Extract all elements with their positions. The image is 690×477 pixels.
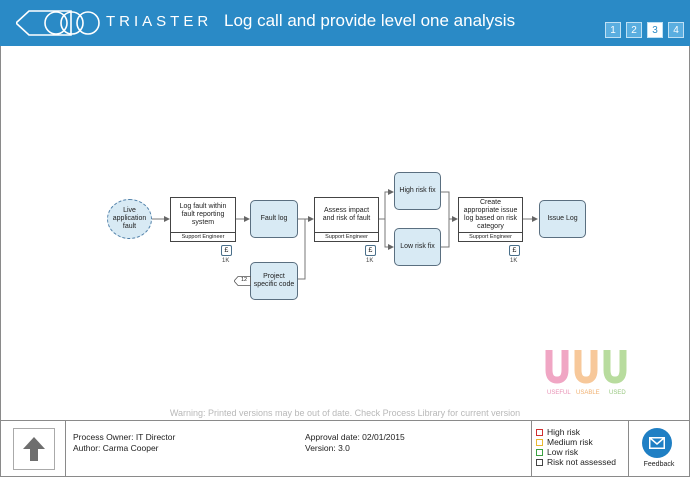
- page-1-button[interactable]: 1: [605, 22, 621, 38]
- print-warning: Warning: Printed versions may be out of …: [169, 408, 521, 418]
- activity-create-issue-log[interactable]: Create appropriate issue log based on ri…: [458, 197, 523, 242]
- badge-word-useful: USEFUL: [547, 390, 571, 396]
- legend-risk-not-assessed: Risk not assessed: [536, 457, 616, 467]
- cost-label: 1K: [366, 258, 374, 264]
- footer-divider: [531, 421, 532, 477]
- activity-log-fault-label: Log fault within fault reporting system: [179, 203, 227, 226]
- home-button[interactable]: [13, 428, 55, 470]
- triaster-logo: [16, 10, 100, 36]
- document-project-code[interactable]: Project specific code: [250, 262, 298, 300]
- connector-lines: [152, 189, 538, 280]
- legend-label-low: Low risk: [547, 447, 579, 457]
- useful-usable-used-badge: USEFUL USABLE USED: [545, 350, 627, 396]
- legend-swatch-none: [536, 458, 543, 466]
- footer-divider: [628, 421, 629, 477]
- cost-label: 1K: [222, 258, 230, 264]
- legend-swatch-medium: [536, 438, 543, 446]
- activity-log-fault[interactable]: Log fault within fault reporting system …: [170, 197, 236, 242]
- document-high-risk-fix[interactable]: High risk fix: [394, 172, 441, 210]
- version-number: Version: 3.0: [305, 443, 350, 453]
- brand-name: TRIASTER: [106, 13, 213, 30]
- document-low-risk-fix[interactable]: Low risk fix: [394, 228, 441, 266]
- reference-tag-icon: [234, 276, 251, 286]
- legend-medium-risk: Medium risk: [536, 437, 593, 447]
- legend-swatch-low: [536, 448, 543, 456]
- page-title: Log call and provide level one analysis: [224, 11, 516, 30]
- activity-assess-label: Assess impact and risk of fault: [322, 207, 371, 222]
- badge-word-used: USED: [609, 390, 626, 396]
- legend-label-none: Risk not assessed: [547, 457, 616, 467]
- legend-label-high: High risk: [547, 427, 581, 437]
- badge-word-usable: USABLE: [576, 390, 600, 396]
- document-issue-log[interactable]: Issue Log: [539, 200, 586, 238]
- document-fault-log[interactable]: Fault log: [250, 200, 298, 238]
- up-arrow-icon: [23, 437, 45, 461]
- header-bar: TRIASTER Log call and provide level one …: [0, 0, 690, 46]
- footer-panel: Process Owner: IT Director Author: Carma…: [0, 420, 690, 477]
- feedback-label: Feedback: [643, 461, 675, 468]
- page-2-button[interactable]: 2: [626, 22, 642, 38]
- legend-label-medium: Medium risk: [547, 437, 593, 447]
- activity-assess-impact[interactable]: Assess impact and risk of fault Support …: [314, 197, 379, 242]
- legend-swatch-high: [536, 428, 543, 436]
- page-navigation: 1 2 3 4: [605, 22, 684, 38]
- process-owner: Process Owner: IT Director: [73, 432, 176, 442]
- activity-assess-role: Support Engineer: [315, 232, 378, 241]
- start-event-live-fault[interactable]: Live application fault: [107, 199, 152, 239]
- process-author: Author: Carma Cooper: [73, 443, 159, 453]
- page-3-button[interactable]: 3: [647, 22, 663, 38]
- activity-log-fault-role: Support Engineer: [171, 232, 235, 241]
- activity-create-issue-label: Create appropriate issue log based on ri…: [463, 199, 518, 230]
- mail-icon: [642, 428, 672, 458]
- cost-icon[interactable]: £: [365, 245, 376, 256]
- cost-icon[interactable]: £: [221, 245, 232, 256]
- cost-icon[interactable]: £: [509, 245, 520, 256]
- footer-divider: [65, 421, 66, 477]
- cost-label: 1K: [510, 258, 518, 264]
- approval-date: Approval date: 02/01/2015: [305, 432, 405, 442]
- legend-high-risk: High risk: [536, 427, 580, 437]
- feedback-button[interactable]: Feedback: [637, 428, 681, 474]
- process-map-canvas: Live application fault Log fault within …: [0, 46, 690, 420]
- legend-low-risk: Low risk: [536, 447, 578, 457]
- activity-create-issue-role: Support Engineer: [459, 232, 522, 241]
- page-4-button[interactable]: 4: [668, 22, 684, 38]
- reference-tag-label: 12: [241, 277, 248, 283]
